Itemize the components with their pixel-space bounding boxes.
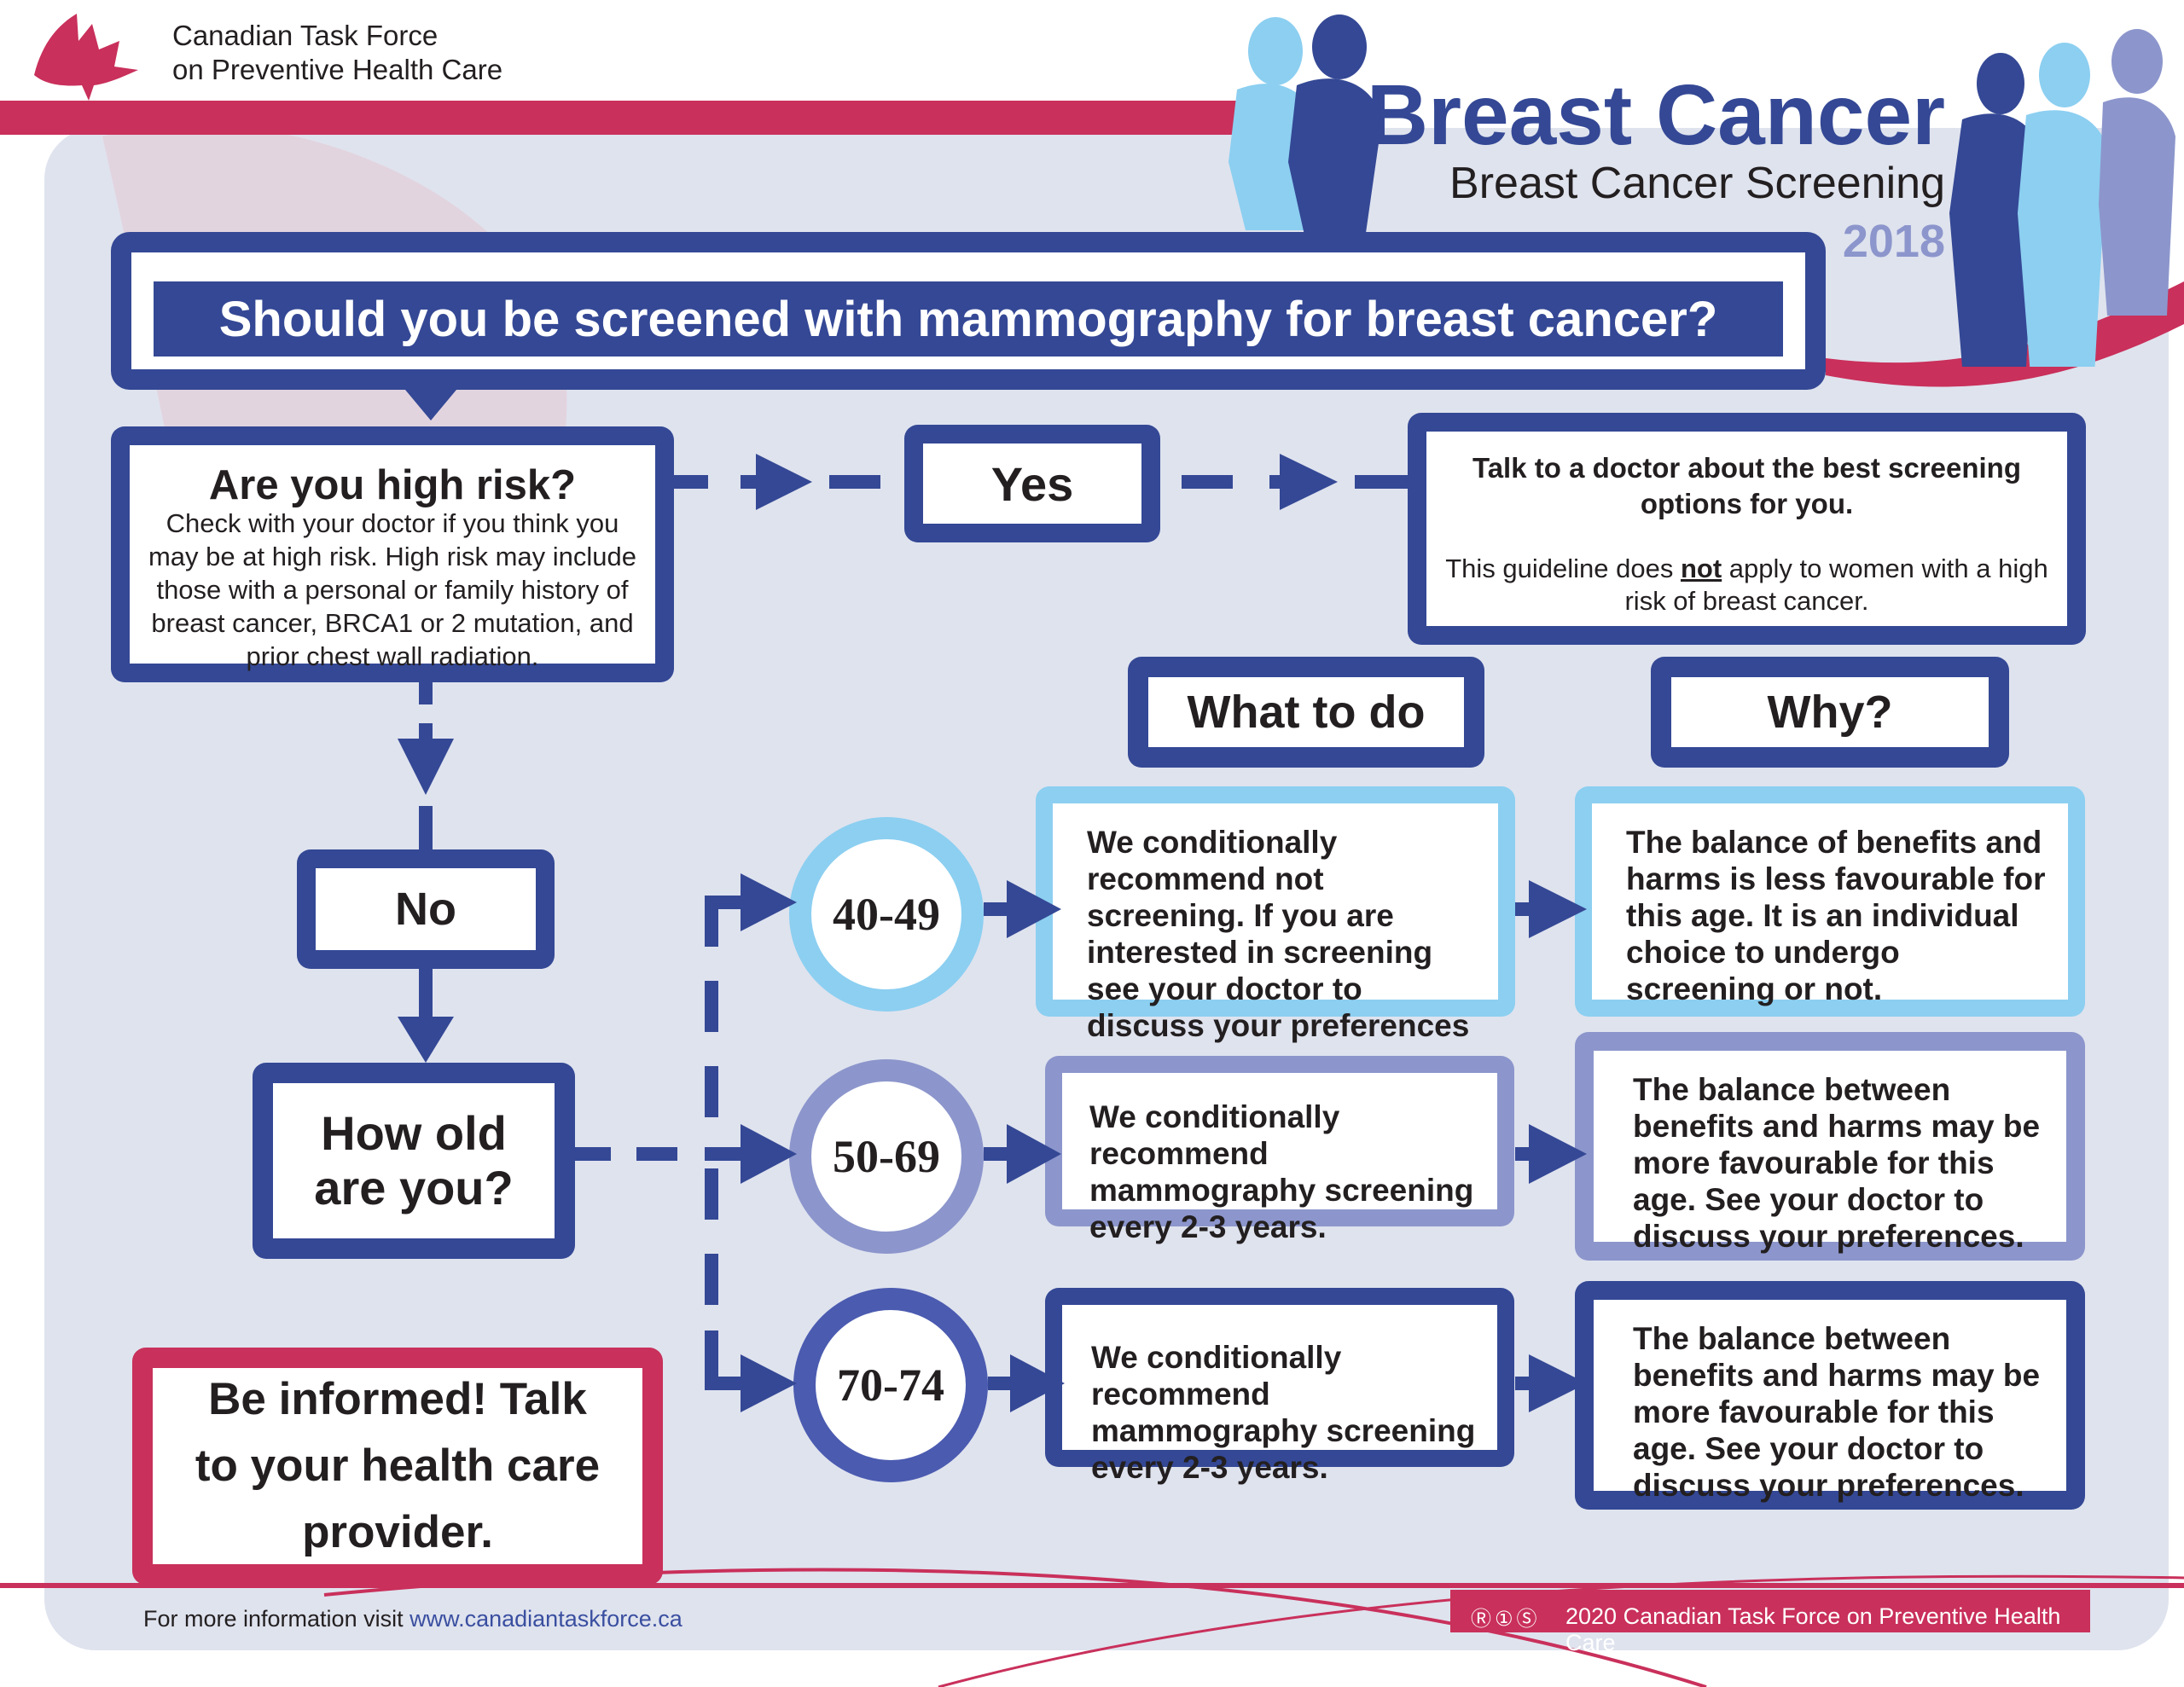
age-question-box: How old are you? <box>253 1063 575 1259</box>
what-to-do-header: What to do <box>1128 657 1484 768</box>
arrow-right-icon <box>1529 1354 1587 1412</box>
arrow-right-icon <box>741 1124 797 1184</box>
what-box-40-49: We conditionally recommend not screening… <box>1036 786 1515 1043</box>
page-subtitle: Breast Cancer Screening <box>1449 159 1945 208</box>
what-box-50-69: We conditionally recommend mammography s… <box>1045 1056 1514 1244</box>
no-box: No <box>297 849 555 969</box>
maple-leaf-icon <box>34 14 138 101</box>
why-box-50-69: The balance between benefits and harms m… <box>1575 1032 2085 1261</box>
why-header: Why? <box>1651 657 2009 768</box>
be-informed-box: Be informed! Talk to your health care pr… <box>132 1348 663 1585</box>
high-risk-box: Are you high risk? Check with your docto… <box>111 426 674 682</box>
footer-copyright: 2020 Canadian Task Force on Preventive H… <box>1565 1603 2061 1655</box>
arrow-right-icon <box>756 454 812 510</box>
footer-link[interactable]: www.canadiantaskforce.ca <box>410 1606 682 1632</box>
doctor-advice-line1: Talk to a doctor about the best screenin… <box>1472 452 2021 519</box>
question-pointer <box>405 390 456 420</box>
doctor-advice-line2: This guideline does not apply to women w… <box>1443 553 2050 617</box>
high-risk-body: Check with your doctor if you think you … <box>148 508 636 671</box>
high-risk-title: Are you high risk? <box>208 462 577 508</box>
arrow-down-icon <box>398 739 454 795</box>
creative-commons-icons: Ⓡ①Ⓢ <box>1471 1608 1541 1631</box>
arrow-right-icon <box>741 873 797 931</box>
arrow-right-icon <box>1529 880 1587 938</box>
org-name: Canadian Task Force on Preventive Health… <box>172 19 650 87</box>
org-line-2: on Preventive Health Care <box>172 54 503 85</box>
arrow-down-icon <box>398 1017 454 1063</box>
year-label: 2018 <box>1842 216 1945 267</box>
footer-info: For more information visit www.canadiant… <box>143 1606 911 1632</box>
arrow-right-icon <box>1010 1354 1065 1412</box>
yes-box: Yes <box>904 425 1160 542</box>
arrow-right-icon <box>1529 1124 1587 1184</box>
doctor-advice-line2-post: apply to women with a high risk of breas… <box>1624 554 2048 616</box>
doctor-advice-emphasis: not <box>1680 554 1722 583</box>
arrow-right-icon <box>741 1354 797 1412</box>
silhouettes-illustration <box>1228 14 2175 367</box>
arrow-right-icon <box>1007 880 1061 938</box>
arrow-right-icon <box>1280 454 1338 510</box>
footer-info-prefix: For more information visit <box>143 1606 410 1632</box>
doctor-advice-line2-pre: This guideline does <box>1445 554 1681 583</box>
doctor-advice-box: Talk to a doctor about the best screenin… <box>1408 413 2086 645</box>
page-title: Breast Cancer <box>1366 67 1945 163</box>
why-box-40-49: The balance of benefits and harms is les… <box>1575 786 2085 1017</box>
arrow-right-icon <box>1007 1124 1061 1184</box>
org-line-1: Canadian Task Force <box>172 20 439 51</box>
why-box-70-74: The balance between benefits and harms m… <box>1575 1281 2085 1510</box>
question-banner: Should you be screened with mammography … <box>154 281 1783 357</box>
what-box-70-74: We conditionally recommend mammography s… <box>1045 1288 1514 1485</box>
